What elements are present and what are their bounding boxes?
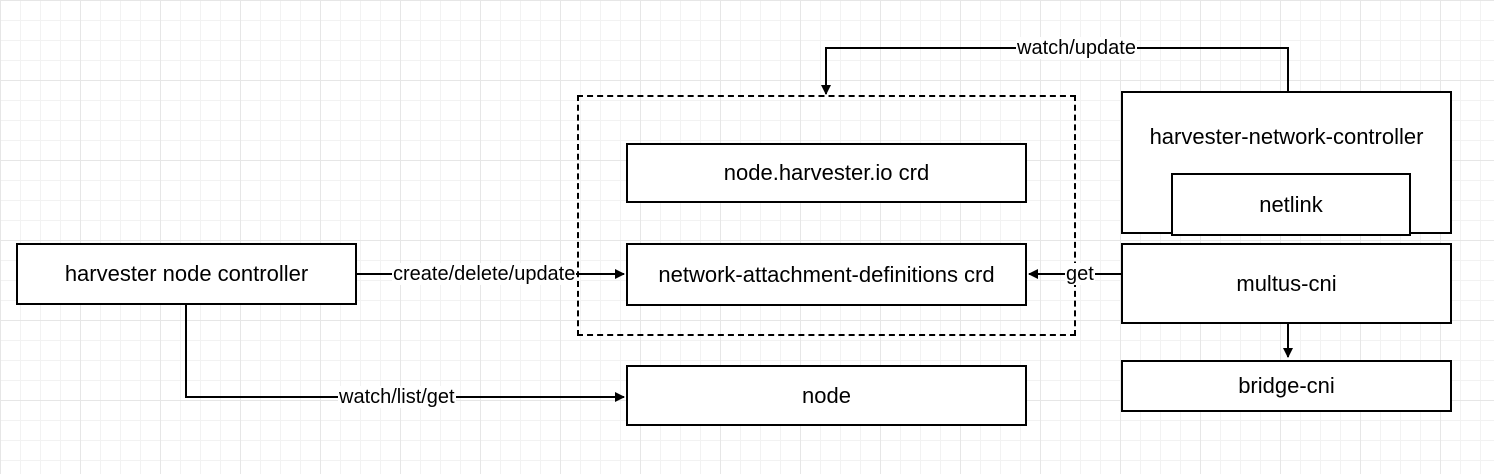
network-attachment-definitions-crd-box[interactable]: network-attachment-definitions crd (626, 243, 1027, 306)
multus-cni-box[interactable]: multus-cni (1121, 243, 1452, 324)
node-harvester-io-crd-box[interactable]: node.harvester.io crd (626, 143, 1027, 203)
watch-update-label: watch/update (1016, 37, 1137, 59)
get-label: get (1065, 263, 1095, 285)
edge-watch-list-get (185, 305, 625, 402)
watch-list-get-label: watch/list/get (338, 386, 456, 408)
harvester-node-controller-box[interactable]: harvester node controller (16, 243, 357, 305)
netlink-box[interactable]: netlink (1171, 173, 1411, 236)
create-delete-update-label: create/delete/update (392, 263, 577, 285)
crd-group (577, 95, 1076, 336)
node-box[interactable]: node (626, 365, 1027, 426)
harvester-network-controller-label: harvester-network-controller (1149, 124, 1424, 149)
bridge-cni-box[interactable]: bridge-cni (1121, 360, 1452, 412)
